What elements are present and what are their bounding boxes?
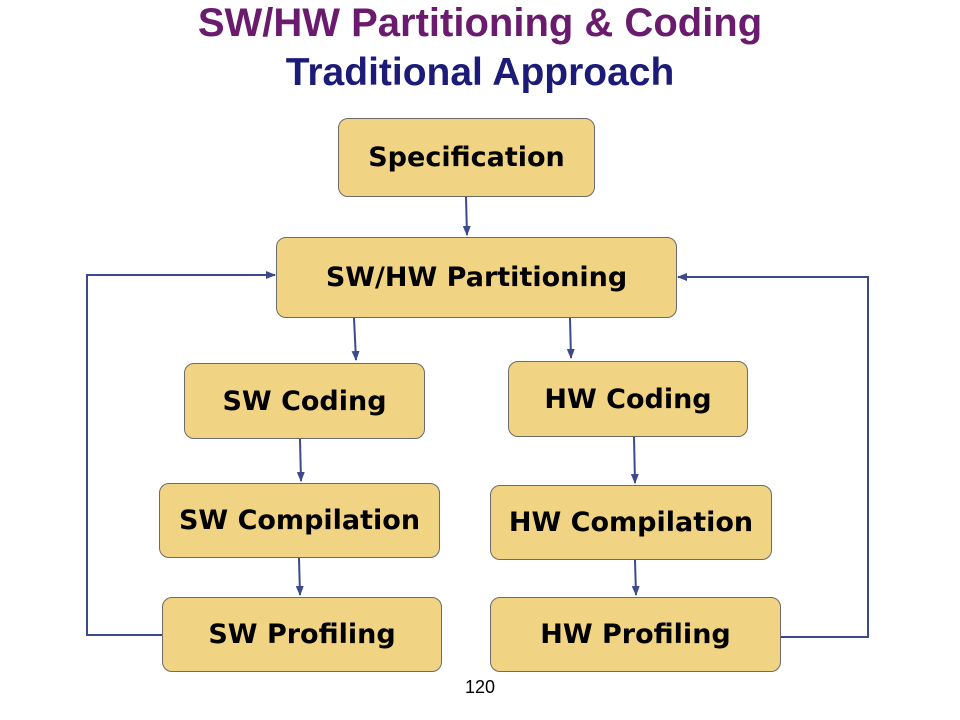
node-hw-profiling: HW Profiling [490, 597, 781, 672]
edge-sw-compilation-to-sw-profiling [295, 557, 304, 596]
edge-feedback-hw-profiling-to-partitioning [677, 273, 869, 638]
slide-title: SW/HW Partitioning & Coding [197, 1, 763, 45]
node-specification: Specification [338, 118, 595, 197]
edge-partitioning-to-sw-coding [351, 317, 360, 361]
slide-subtitle: Traditional Approach [285, 51, 675, 94]
page-number: 120 [464, 677, 496, 697]
edge-feedback-sw-profiling-to-partitioning [86, 271, 276, 636]
edge-specification-to-partitioning [462, 196, 471, 236]
node-hw-coding: HW Coding [508, 361, 748, 437]
node-sw-compilation: SW Compilation [159, 483, 440, 558]
edge-sw-coding-to-sw-compilation [296, 438, 305, 482]
node-sw-hw-partitioning: SW/HW Partitioning [276, 237, 677, 318]
edge-partitioning-to-hw-coding [566, 317, 575, 359]
node-sw-profiling: SW Profiling [162, 597, 442, 672]
edge-hw-coding-to-hw-compilation [630, 436, 639, 484]
node-sw-coding: SW Coding [184, 363, 425, 439]
node-hw-compilation: HW Compilation [490, 485, 772, 560]
edge-hw-compilation-to-hw-profiling [631, 559, 640, 596]
